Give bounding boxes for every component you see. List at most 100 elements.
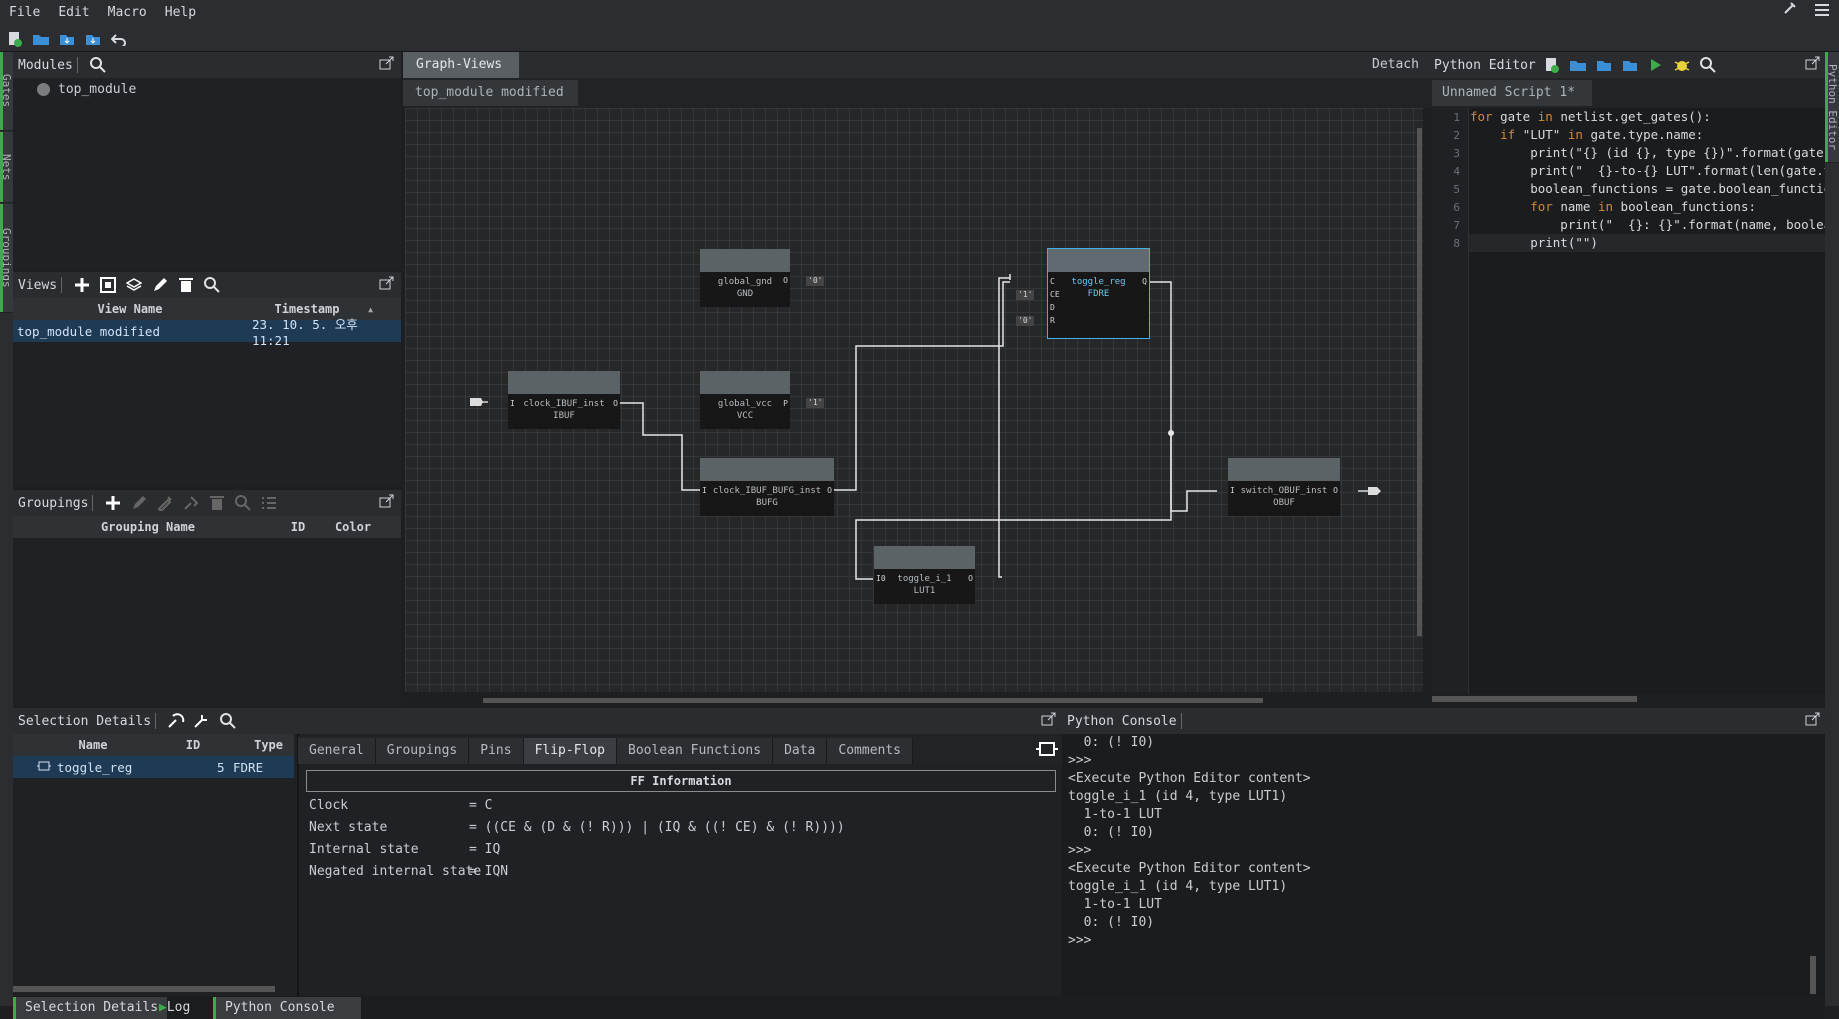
- rename-pencil-icon[interactable]: [150, 275, 170, 295]
- undock-icon[interactable]: [379, 56, 395, 74]
- side-tab-nets[interactable]: Nets: [0, 132, 13, 203]
- new-file-icon[interactable]: [4, 28, 26, 50]
- selection-name-cell: toggle_reg: [57, 759, 133, 775]
- save-as-icon[interactable]: [82, 28, 104, 50]
- console-line: <Execute Python Editor content>: [1068, 771, 1311, 786]
- dock-tab-python-console[interactable]: Python Console: [213, 997, 361, 1019]
- open-view-icon[interactable]: [98, 275, 118, 295]
- col-color[interactable]: Color: [334, 520, 372, 534]
- tab-pins[interactable]: Pins: [469, 738, 524, 764]
- horizontal-scrollbar[interactable]: [483, 698, 1263, 703]
- tab-groupings[interactable]: Groupings: [375, 738, 470, 764]
- vertical-scrollbar[interactable]: [1810, 956, 1816, 994]
- search-icon[interactable]: [202, 275, 222, 295]
- list-icon[interactable]: [259, 493, 279, 513]
- code-editor[interactable]: 1 2 3 4 5 6 7 8 for gate in netlist.get_…: [1432, 108, 1839, 702]
- col-id[interactable]: ID: [185, 738, 201, 752]
- dock-tab-log[interactable]: ▶Log: [159, 998, 190, 1018]
- graph-views-header: [403, 52, 1432, 78]
- undock-icon[interactable]: [379, 276, 395, 294]
- col-type[interactable]: Type: [254, 738, 283, 752]
- tab-boolean-functions[interactable]: Boolean Functions: [617, 738, 774, 764]
- code-line: print(" {}: {}".format(name, boolean_: [1470, 217, 1839, 232]
- undock-icon[interactable]: [1805, 56, 1821, 74]
- hamburger-menu-icon[interactable]: [1806, 0, 1839, 26]
- ff-value: IQ: [484, 842, 501, 857]
- ff-label: Clock: [309, 798, 349, 813]
- delete-trash-icon[interactable]: [176, 275, 196, 295]
- undo-icon[interactable]: [108, 28, 130, 50]
- dock-tab-selection-details[interactable]: Selection Details: [13, 997, 167, 1019]
- table-row[interactable]: top_module modified 23. 10. 5. 오후 11:21: [13, 317, 401, 348]
- search-icon[interactable]: [218, 711, 238, 731]
- color-picker-icon[interactable]: [155, 493, 175, 513]
- horizontal-scrollbar[interactable]: [1432, 696, 1637, 702]
- output-port-icon: [1368, 487, 1381, 495]
- pick-net-icon[interactable]: [192, 711, 212, 731]
- debug-bug-icon[interactable]: [1672, 55, 1692, 75]
- table-row[interactable]: toggle_reg 5 FDRE: [13, 756, 294, 778]
- col-grouping-name[interactable]: Grouping Name: [101, 520, 195, 534]
- selection-type-cell: FDRE: [233, 759, 264, 775]
- col-timestamp[interactable]: Timestamp: [274, 302, 340, 316]
- side-tab-gates[interactable]: Gates: [0, 52, 13, 131]
- col-id[interactable]: ID: [290, 520, 306, 534]
- undock-icon[interactable]: [1805, 712, 1821, 730]
- menu-file[interactable]: File: [9, 5, 41, 20]
- tab-top-module-modified[interactable]: top_module modified×: [403, 80, 578, 126]
- side-tab-python-editor[interactable]: Python Editor: [1825, 52, 1839, 163]
- pick-gate-icon[interactable]: [166, 711, 186, 731]
- search-icon[interactable]: [88, 55, 108, 75]
- detach-button[interactable]: Detach: [1372, 57, 1419, 72]
- vertical-scrollbar[interactable]: [1417, 128, 1422, 636]
- tab-flip-flop[interactable]: Flip-Flop: [523, 738, 618, 764]
- settings-tool-icon[interactable]: [1773, 0, 1806, 26]
- pin-out: O: [613, 399, 618, 408]
- undock-icon[interactable]: [1041, 712, 1057, 730]
- horizontal-scrollbar[interactable]: [13, 986, 275, 992]
- python-console-output[interactable]: 0: (! I0) >>> <Execute Python Editor con…: [1062, 734, 1825, 996]
- open-folder-icon[interactable]: [30, 28, 52, 50]
- menu-edit[interactable]: Edit: [58, 5, 90, 20]
- new-script-icon[interactable]: [1542, 55, 1562, 75]
- open-script-icon[interactable]: [1568, 55, 1588, 75]
- tab-data[interactable]: Data: [773, 738, 828, 764]
- add-grouping-icon[interactable]: [103, 493, 123, 513]
- side-tab-groupings[interactable]: Groupings: [0, 204, 13, 313]
- run-play-icon[interactable]: [1646, 55, 1666, 75]
- search-icon[interactable]: [233, 493, 253, 513]
- rename-pencil-icon[interactable]: [129, 493, 149, 513]
- tab-graph-views[interactable]: Graph-Views: [403, 52, 519, 78]
- tab-unnamed-script[interactable]: Unnamed Script 1*×: [1432, 80, 1592, 126]
- tab-comments[interactable]: Comments: [827, 738, 914, 764]
- select-items-icon[interactable]: [181, 493, 201, 513]
- menu-macro[interactable]: Macro: [107, 5, 147, 20]
- add-view-icon[interactable]: [72, 275, 92, 295]
- save-script-icon[interactable]: [1594, 55, 1614, 75]
- delete-trash-icon[interactable]: [207, 493, 227, 513]
- flip-flop-view-icon[interactable]: [1036, 741, 1058, 761]
- views-panel: Views View Name Timestamp ▴ top_module m…: [13, 272, 401, 486]
- input-port-icon: [470, 398, 483, 406]
- python-editor-header: Python Editor: [1432, 52, 1825, 78]
- search-icon[interactable]: [1698, 55, 1718, 75]
- tab-general[interactable]: General: [298, 738, 376, 764]
- col-view-name[interactable]: View Name: [97, 302, 163, 316]
- line-number: 7: [1453, 219, 1460, 232]
- module-tree-item[interactable]: top_module: [13, 78, 401, 97]
- col-name[interactable]: Name: [78, 738, 108, 752]
- menu-help[interactable]: Help: [164, 5, 197, 20]
- play-icon: ▶: [159, 1000, 167, 1015]
- layers-icon[interactable]: [124, 275, 144, 295]
- save-script-as-icon[interactable]: [1620, 55, 1640, 75]
- undock-icon[interactable]: [379, 494, 395, 512]
- save-icon[interactable]: [56, 28, 78, 50]
